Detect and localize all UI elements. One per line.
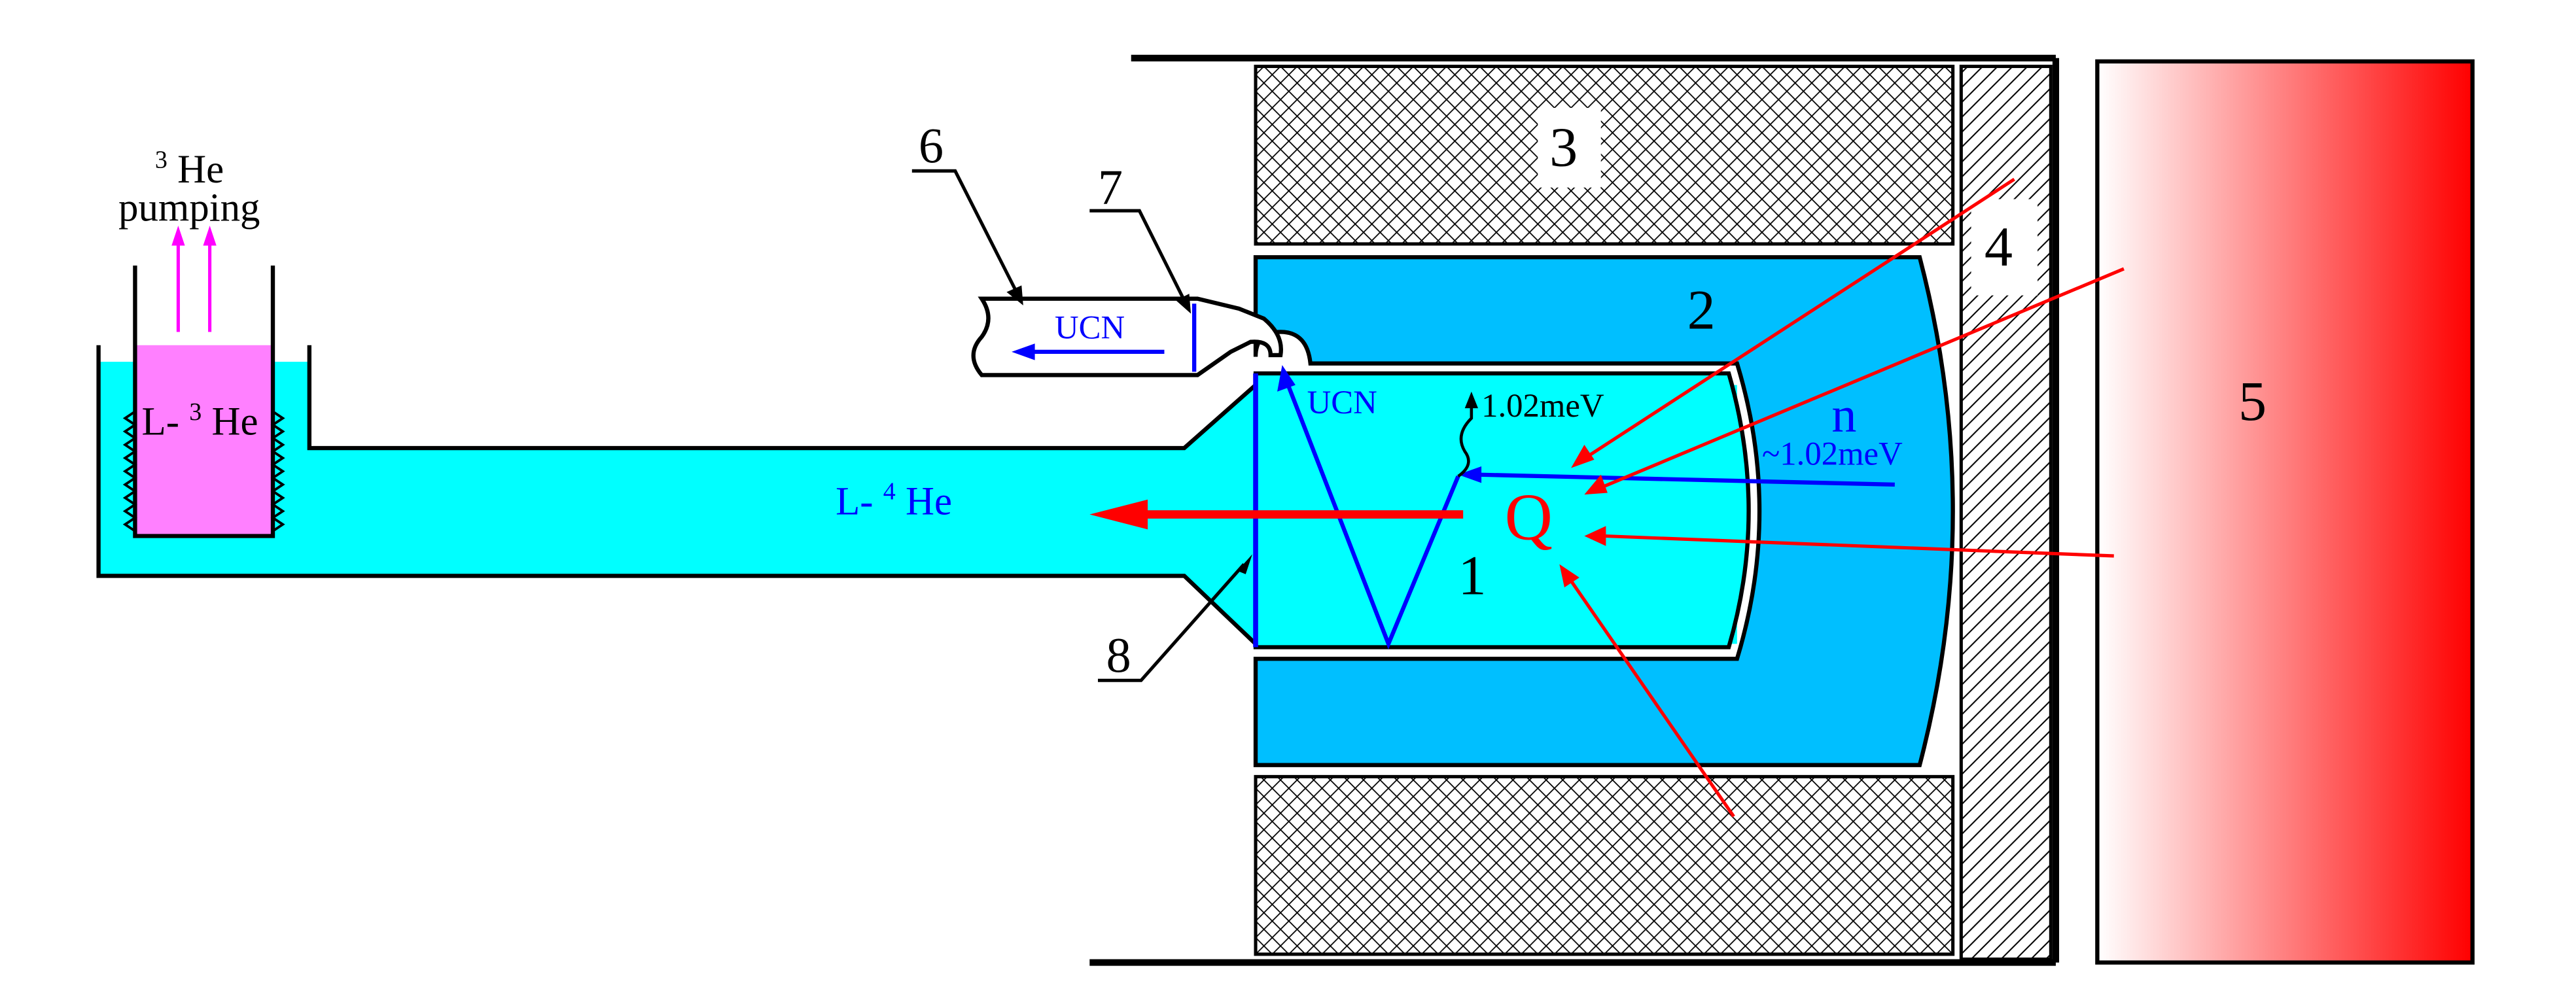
label-4-bg <box>1971 199 2038 296</box>
neutron-label: n <box>1831 388 1856 443</box>
lhe4-prefix: L- <box>836 480 873 524</box>
he3-pumping-he: He <box>177 148 224 192</box>
he3-pumping-title: 3 He <box>155 133 224 192</box>
he3-pumping-sup: 3 <box>155 146 168 173</box>
label-6: 6 <box>919 119 944 174</box>
leader-7-arrowhead <box>1176 294 1191 314</box>
heat-output-arrowhead <box>1089 499 1148 530</box>
label-4: 4 <box>1985 215 2013 278</box>
leader-6-arrowhead <box>1006 285 1023 305</box>
he4-channel-outline <box>96 345 1258 646</box>
heat-arrowhead-1 <box>1571 444 1595 468</box>
heat-arrowhead-3 <box>1584 526 1606 546</box>
ucn-trajectory <box>1283 377 1460 649</box>
liquid-he4-label: L- 4 He <box>836 465 952 524</box>
energy-low-label: 1.02meV <box>1481 387 1604 424</box>
lhe3-he: He <box>212 400 258 444</box>
leader-6 <box>911 169 1020 296</box>
neutron-beam <box>1476 472 1895 487</box>
ucn-trajectory-arrowhead <box>1277 365 1296 392</box>
lhe3-sup: 3 <box>189 398 202 426</box>
pumping-label: pumping <box>118 186 260 230</box>
moderator-top <box>1254 64 1955 246</box>
label-5: 5 <box>2238 370 2267 432</box>
phonon-wiggle <box>1457 405 1473 478</box>
leader-8-arrowhead <box>1237 554 1252 574</box>
ucn-inner-label: UCN <box>1307 384 1377 421</box>
heat-arrowhead-4 <box>1559 564 1579 588</box>
label-8: 8 <box>1106 629 1131 684</box>
he3-heat-exchanger-left <box>122 410 137 532</box>
ucn-cell <box>1253 371 1751 649</box>
phonon-arrowhead <box>1464 391 1479 409</box>
he3-heat-exchanger-right <box>270 410 285 532</box>
leader-8 <box>1097 563 1246 682</box>
heat-arrowhead-2 <box>1584 474 1608 495</box>
heat-arrow-2 <box>1603 267 2125 488</box>
heat-q-label: Q <box>1505 481 1553 554</box>
reactor <box>2095 59 2475 965</box>
lhe4-sup: 4 <box>883 478 896 506</box>
heat-arrow-4 <box>1570 580 1735 818</box>
neutron-energy-label: ~1.02meV <box>1762 435 1903 472</box>
leader-7 <box>1089 209 1188 305</box>
inner-volume <box>1253 255 1955 767</box>
label-3: 3 <box>1549 116 1578 179</box>
liquid-he3 <box>135 345 273 536</box>
lhe3-prefix: L- <box>142 400 179 444</box>
ucn-guide-arrowhead <box>1012 343 1035 360</box>
pumping-arrowhead-2 <box>203 226 217 246</box>
label-1: 1 <box>1458 544 1487 606</box>
ucn-guide <box>971 296 1283 377</box>
liquid-he3-label: L- 3 He <box>142 385 258 444</box>
he3-pot-outline <box>133 265 275 538</box>
ucn-guide-label: UCN <box>1055 309 1125 346</box>
heat-arrow-1 <box>1587 177 2015 458</box>
neutron-beam-arrowhead <box>1458 466 1482 483</box>
label-2: 2 <box>1687 278 1716 341</box>
pumping-arrowhead-1 <box>171 226 185 246</box>
lhe4-he: He <box>906 480 952 524</box>
heat-arrow-3 <box>1604 534 2114 558</box>
label-7: 7 <box>1098 160 1123 215</box>
label-3-bg <box>1538 107 1601 188</box>
moderator-bottom <box>1254 774 1955 956</box>
